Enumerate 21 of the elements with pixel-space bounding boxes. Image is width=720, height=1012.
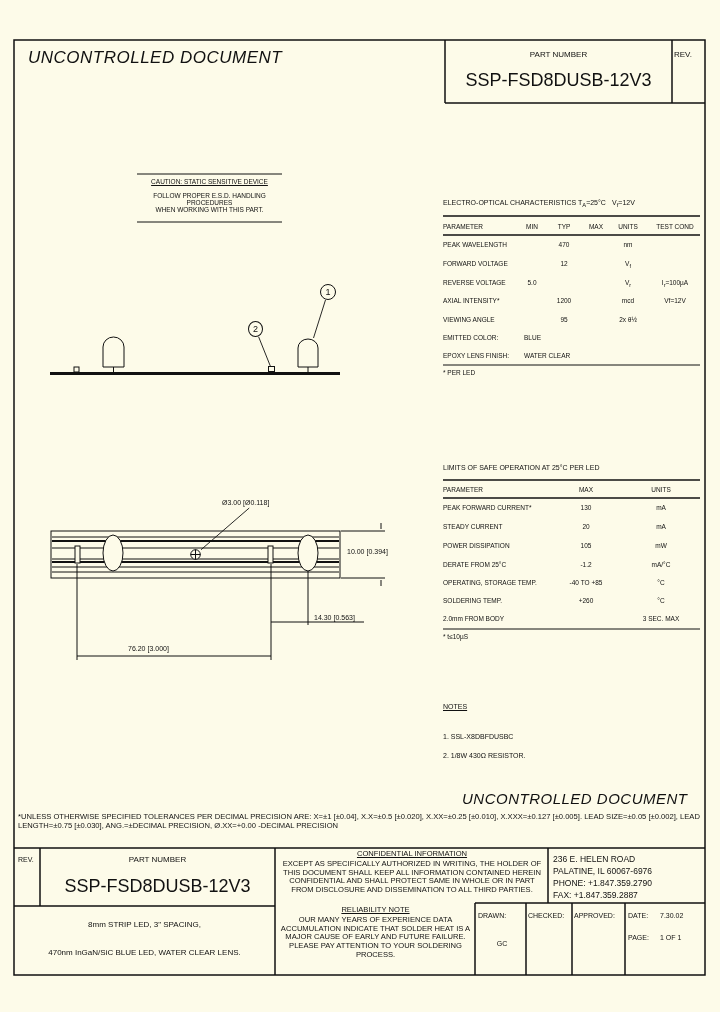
resistor-pad — [268, 366, 275, 372]
leader-line — [258, 336, 271, 367]
label: PALATINE, IL 60067-6976 — [553, 867, 654, 877]
field-label: PART NUMBER — [528, 50, 589, 60]
part-number: SSP-FSD8DUSB-12V3 — [464, 70, 653, 91]
hole-drawing — [190, 549, 201, 560]
label: 236 E. HELEN ROAD — [553, 855, 637, 865]
led-drawing — [297, 338, 319, 373]
label: 8mm STRIP LED, 3" SPACING, — [87, 920, 202, 930]
label: REV. — [674, 50, 693, 60]
document-status: UNCONTROLLED DOCUMENT — [28, 48, 284, 68]
callout-number: 1 — [320, 284, 336, 300]
label: FAX: +1.847.359.2887 — [553, 891, 639, 901]
part-number: SSP-FSD8DUSB-12V3 — [63, 876, 252, 897]
label: PHONE: +1.847.359.2790 — [553, 879, 653, 889]
document-status: UNCONTROLLED DOCUMENT — [462, 790, 689, 808]
field-label: PART NUMBER — [127, 855, 188, 865]
callout-number: 2 — [248, 321, 263, 337]
leader-line — [200, 507, 250, 551]
label: 470nm InGaN/SiC BLUE LED, WATER CLEAR LENS. — [47, 948, 242, 958]
leader-line — [313, 299, 326, 339]
